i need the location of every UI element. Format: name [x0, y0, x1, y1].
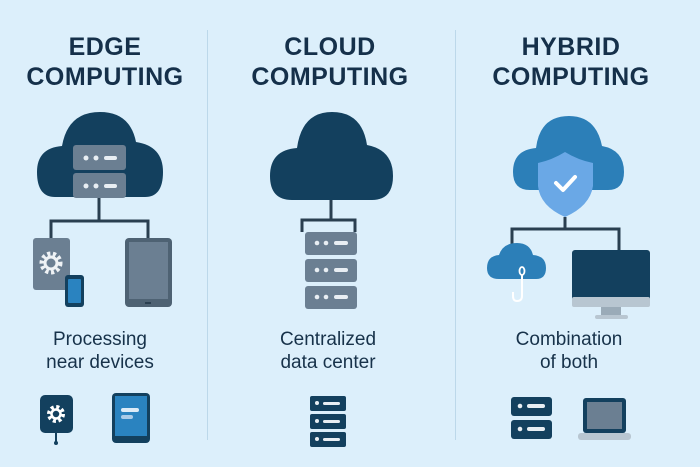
- hybrid-small-cloud-hook-icon: [487, 243, 546, 303]
- cloud-connector-lines: [300, 200, 357, 232]
- edge-gear-device-icon: [33, 238, 70, 290]
- edge-phone-icon: [65, 275, 84, 307]
- edge-connector-lines: [49, 198, 150, 238]
- cloud-title-line-1: CLOUD: [284, 33, 376, 61]
- hybrid-description-line-2: of both: [539, 352, 599, 373]
- cloud-title-line-2: COMPUTING: [251, 63, 409, 91]
- hybrid-monitor-icon: [572, 250, 650, 319]
- hybrid-title-line-1: HYBRID: [521, 33, 621, 61]
- cloud-description-line-2: data center: [280, 352, 376, 373]
- edge-title-line-2: COMPUTING: [26, 63, 184, 91]
- edge-description-line-2: near devices: [46, 352, 154, 373]
- hybrid-description-line-1: Combination: [515, 329, 623, 350]
- divider-right: [455, 30, 456, 440]
- shield-check-icon: [538, 152, 593, 217]
- hybrid-title-line-2: COMPUTING: [492, 63, 650, 91]
- cloud-bottom-server-icon[interactable]: [310, 396, 346, 447]
- edge-bottom-gear-icon[interactable]: [40, 395, 73, 445]
- edge-bottom-tablet-icon[interactable]: [112, 393, 150, 443]
- edge-title-line-1: EDGE: [68, 33, 142, 61]
- divider-left: [207, 30, 208, 440]
- hybrid-connector-lines: [510, 217, 621, 250]
- cloud-description-line-1: Centralized: [279, 329, 377, 350]
- cloud-cloud-icon: [270, 112, 393, 200]
- edge-tablet-icon: [125, 238, 172, 307]
- edge-server-icon: [73, 145, 126, 198]
- hybrid-bottom-server-icon[interactable]: [511, 397, 552, 439]
- cloud-server-stack-icon: [305, 232, 357, 309]
- edge-description-line-1: Processing: [53, 329, 147, 350]
- hybrid-bottom-laptop-icon[interactable]: [578, 398, 631, 440]
